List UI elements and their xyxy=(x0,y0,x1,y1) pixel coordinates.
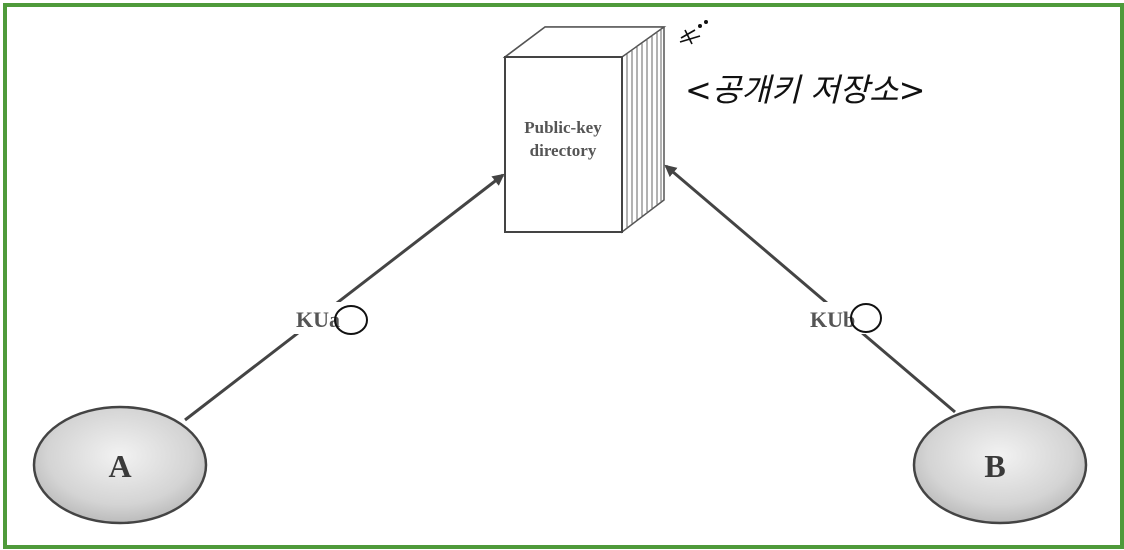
public-key-directory-book xyxy=(502,26,667,234)
handwritten-circle-a xyxy=(334,305,368,335)
directory-label-line2: directory xyxy=(530,141,597,160)
node-b-label: B xyxy=(984,448,1005,484)
directory-label-line1: Public-key xyxy=(524,118,602,137)
edge-b-label-bg xyxy=(806,302,882,334)
edge-a-to-directory xyxy=(184,173,505,422)
edge-a-label: KUa xyxy=(296,307,340,332)
handwritten-note: <공개키 저장소> xyxy=(685,71,925,109)
edge-b-label: KUb xyxy=(810,307,855,332)
handwritten-circle-b xyxy=(850,303,882,333)
handwritten-star-mark xyxy=(679,19,708,45)
node-a xyxy=(32,405,208,525)
node-a-label: A xyxy=(108,448,131,484)
node-b xyxy=(912,405,1088,525)
edge-b-to-directory xyxy=(664,164,956,414)
